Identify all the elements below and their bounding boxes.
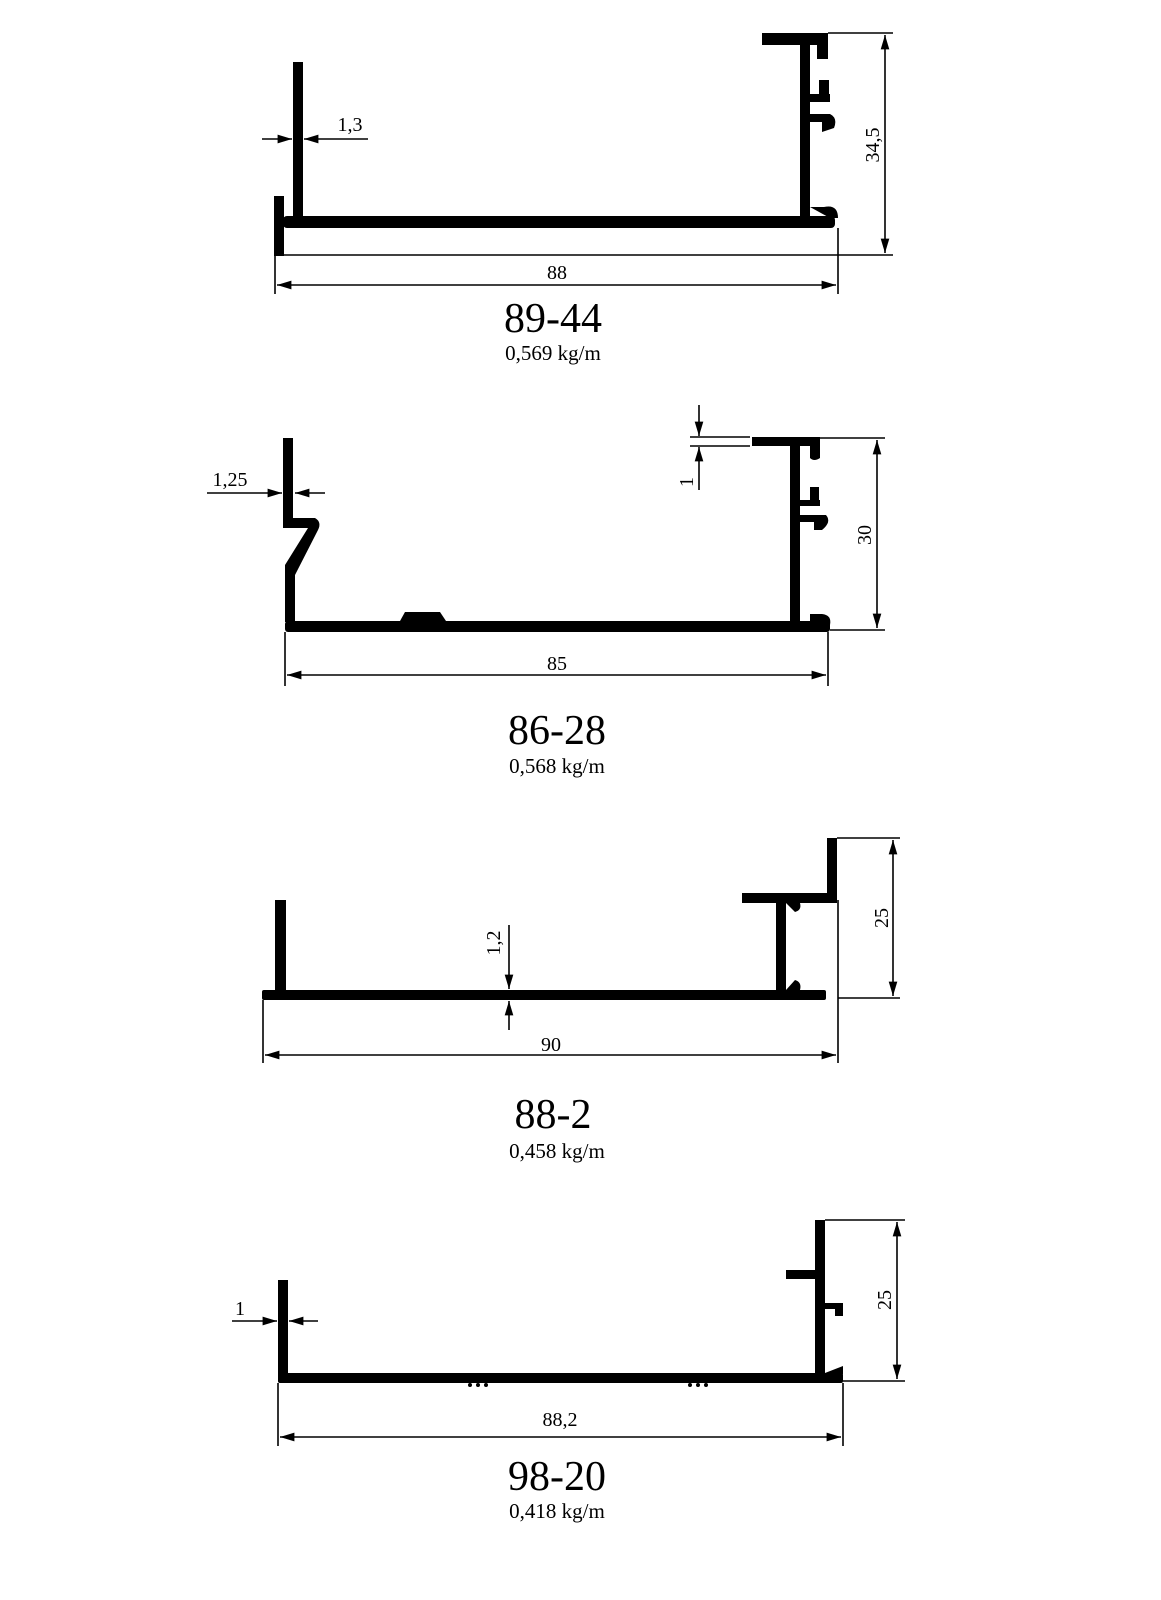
profile-code: 86-28: [508, 708, 606, 754]
profile-86-28: 85 30 1,25 1 86-28 0,568 kg/m: [207, 405, 885, 778]
thickness-dimension: 1,3: [338, 114, 363, 136]
profile-shape: [283, 437, 831, 632]
profile-code: 88-2: [515, 1092, 592, 1138]
profile-89-44: 88 34,5 1,3 89-44 0,569 kg/m: [262, 32, 893, 365]
profile-code: 98-20: [508, 1454, 606, 1500]
height-dimension: 34,5: [862, 128, 884, 163]
width-dimension: 88: [547, 262, 567, 284]
height-dimension: 30: [854, 525, 876, 545]
profile-88-2: 90 25 1,2 88-2 0,458 kg/m: [262, 837, 900, 1163]
profile-code: 89-44: [504, 296, 602, 342]
flange-thickness-dimension: 1: [676, 477, 698, 487]
profile-weight: 0,568 kg/m: [509, 754, 605, 778]
height-dimension: 25: [874, 1290, 896, 1310]
height-dimension: 25: [871, 908, 893, 928]
profile-shape: [274, 33, 838, 256]
width-dimension: 85: [547, 653, 567, 675]
thickness-dimension: 1,2: [483, 931, 505, 956]
thickness-dimension: 1: [235, 1298, 245, 1320]
profile-shape: [262, 838, 837, 1000]
thickness-dimension: 1,25: [213, 469, 248, 491]
width-dimension: 90: [541, 1034, 561, 1056]
profile-98-20: 88,2 25 1 98-20 0,418 kg/m: [232, 1219, 905, 1523]
profile-weight: 0,418 kg/m: [509, 1499, 605, 1523]
profile-weight: 0,458 kg/m: [509, 1139, 605, 1163]
profile-weight: 0,569 kg/m: [505, 341, 601, 365]
profile-shape: [278, 1220, 843, 1387]
width-dimension: 88,2: [543, 1409, 578, 1431]
